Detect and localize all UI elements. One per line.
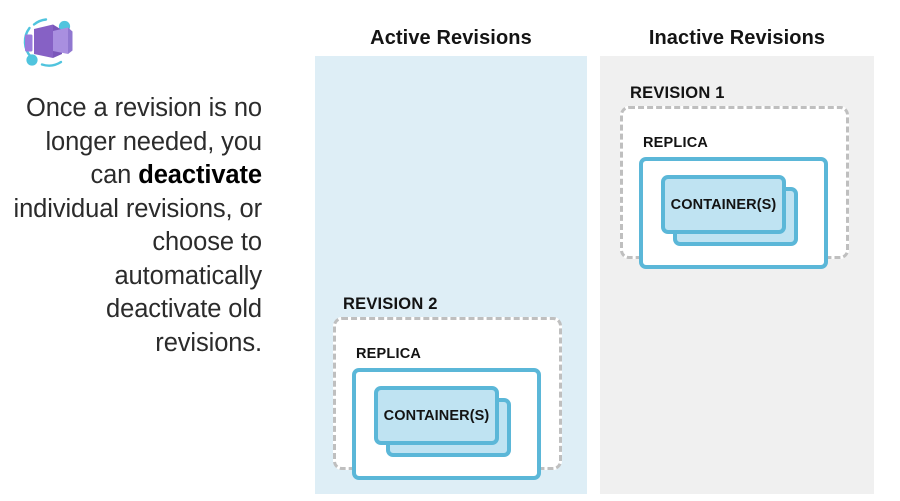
azure-container-apps-icon [16, 14, 78, 72]
revision-2-container-label: CONTAINER(S) [383, 407, 490, 424]
revision-1-label: REVISION 1 [630, 84, 725, 102]
revision-1-boundary: REPLICA CONTAINER(S) [620, 106, 849, 269]
revision-2-container-front: CONTAINER(S) [374, 386, 499, 445]
revision-1-container-label: CONTAINER(S) [670, 196, 777, 213]
intro-text-after: individual revisions, or choose to autom… [13, 194, 263, 357]
intro-text-emphasis: deactivate [138, 161, 262, 189]
revision-1-replica-label: REPLICA [643, 135, 709, 151]
revision-2-label: REVISION 2 [343, 295, 438, 313]
intro-text-before: Once a revision is no longer needed, you… [25, 94, 262, 189]
revision-2-boundary: REPLICA CONTAINER(S) [333, 317, 562, 480]
inactive-revisions-header: Inactive Revisions [648, 27, 826, 49]
intro-paragraph: Once a revision is no longer needed, you… [4, 92, 263, 360]
left-panel: Once a revision is no longer needed, you… [0, 0, 300, 501]
active-revisions-header: Active Revisions [370, 27, 532, 49]
revision-2-replica-label: REPLICA [356, 346, 422, 362]
revision-1-container-front: CONTAINER(S) [661, 175, 786, 234]
